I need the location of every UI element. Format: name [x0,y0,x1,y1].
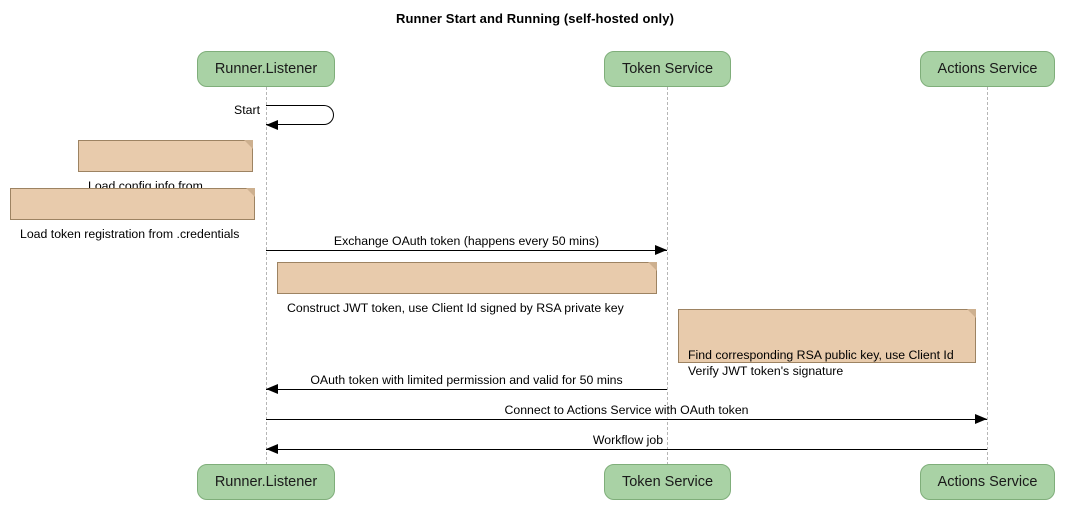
note-fold-icon [246,188,255,197]
lifeline-actions [987,87,988,465]
arrowhead-oauth-token-response [266,383,278,394]
message-line-exchange-oauth-token [266,250,667,251]
participant-label: Token Service [621,61,714,77]
participant-label: Actions Service [937,61,1038,77]
participant-label: Actions Service [937,474,1038,490]
participant-actions-top[interactable]: Actions Service [920,51,1055,87]
page-title: Runner Start and Running (self-hosted on… [395,11,675,26]
self-message-start [266,105,334,125]
arrowhead-start [266,119,278,130]
participant-label: Runner.Listener [214,474,318,490]
message-label-start: Start [234,103,260,117]
message-label-exchange-oauth-token: Exchange OAuth token (happens every 50 m… [333,234,600,248]
note-fold-icon [648,262,657,271]
arrowhead-connect-to-actions-service [975,413,987,424]
note-text: Load token registration from .credential… [20,227,240,241]
lifeline-runner [266,87,267,465]
note-verify-jwt: Find corresponding RSA public key, use C… [678,309,976,378]
participant-label: Token Service [621,474,714,490]
participant-token-top[interactable]: Token Service [604,51,731,87]
message-label-workflow-job: Workflow job [592,433,664,447]
message-line-workflow-job [266,449,987,450]
note-text: Construct JWT token, use Client Id signe… [287,301,624,315]
lifeline-token [667,87,668,465]
participant-label: Runner.Listener [214,61,318,77]
note-construct-jwt: Construct JWT token, use Client Id signe… [277,262,657,315]
arrowhead-exchange-oauth-token [655,244,667,255]
message-label-oauth-token-response: OAuth token with limited permission and … [310,373,623,387]
note-fold-icon [967,309,976,318]
arrowhead-workflow-job [266,443,278,454]
message-line-connect-to-actions-service [266,419,987,420]
message-label-connect-to-actions-service: Connect to Actions Service with OAuth to… [504,403,749,417]
note-load-token-registration: Load token registration from .credential… [10,188,255,241]
note-load-config: Load config info from .runner [78,140,253,209]
participant-runner-top[interactable]: Runner.Listener [197,51,335,87]
message-line-oauth-token-response [266,389,667,390]
note-text: Find corresponding RSA public key, use C… [688,348,954,378]
participant-runner-bottom[interactable]: Runner.Listener [197,464,335,500]
participant-token-bottom[interactable]: Token Service [604,464,731,500]
participant-actions-bottom[interactable]: Actions Service [920,464,1055,500]
note-fold-icon [244,140,253,149]
